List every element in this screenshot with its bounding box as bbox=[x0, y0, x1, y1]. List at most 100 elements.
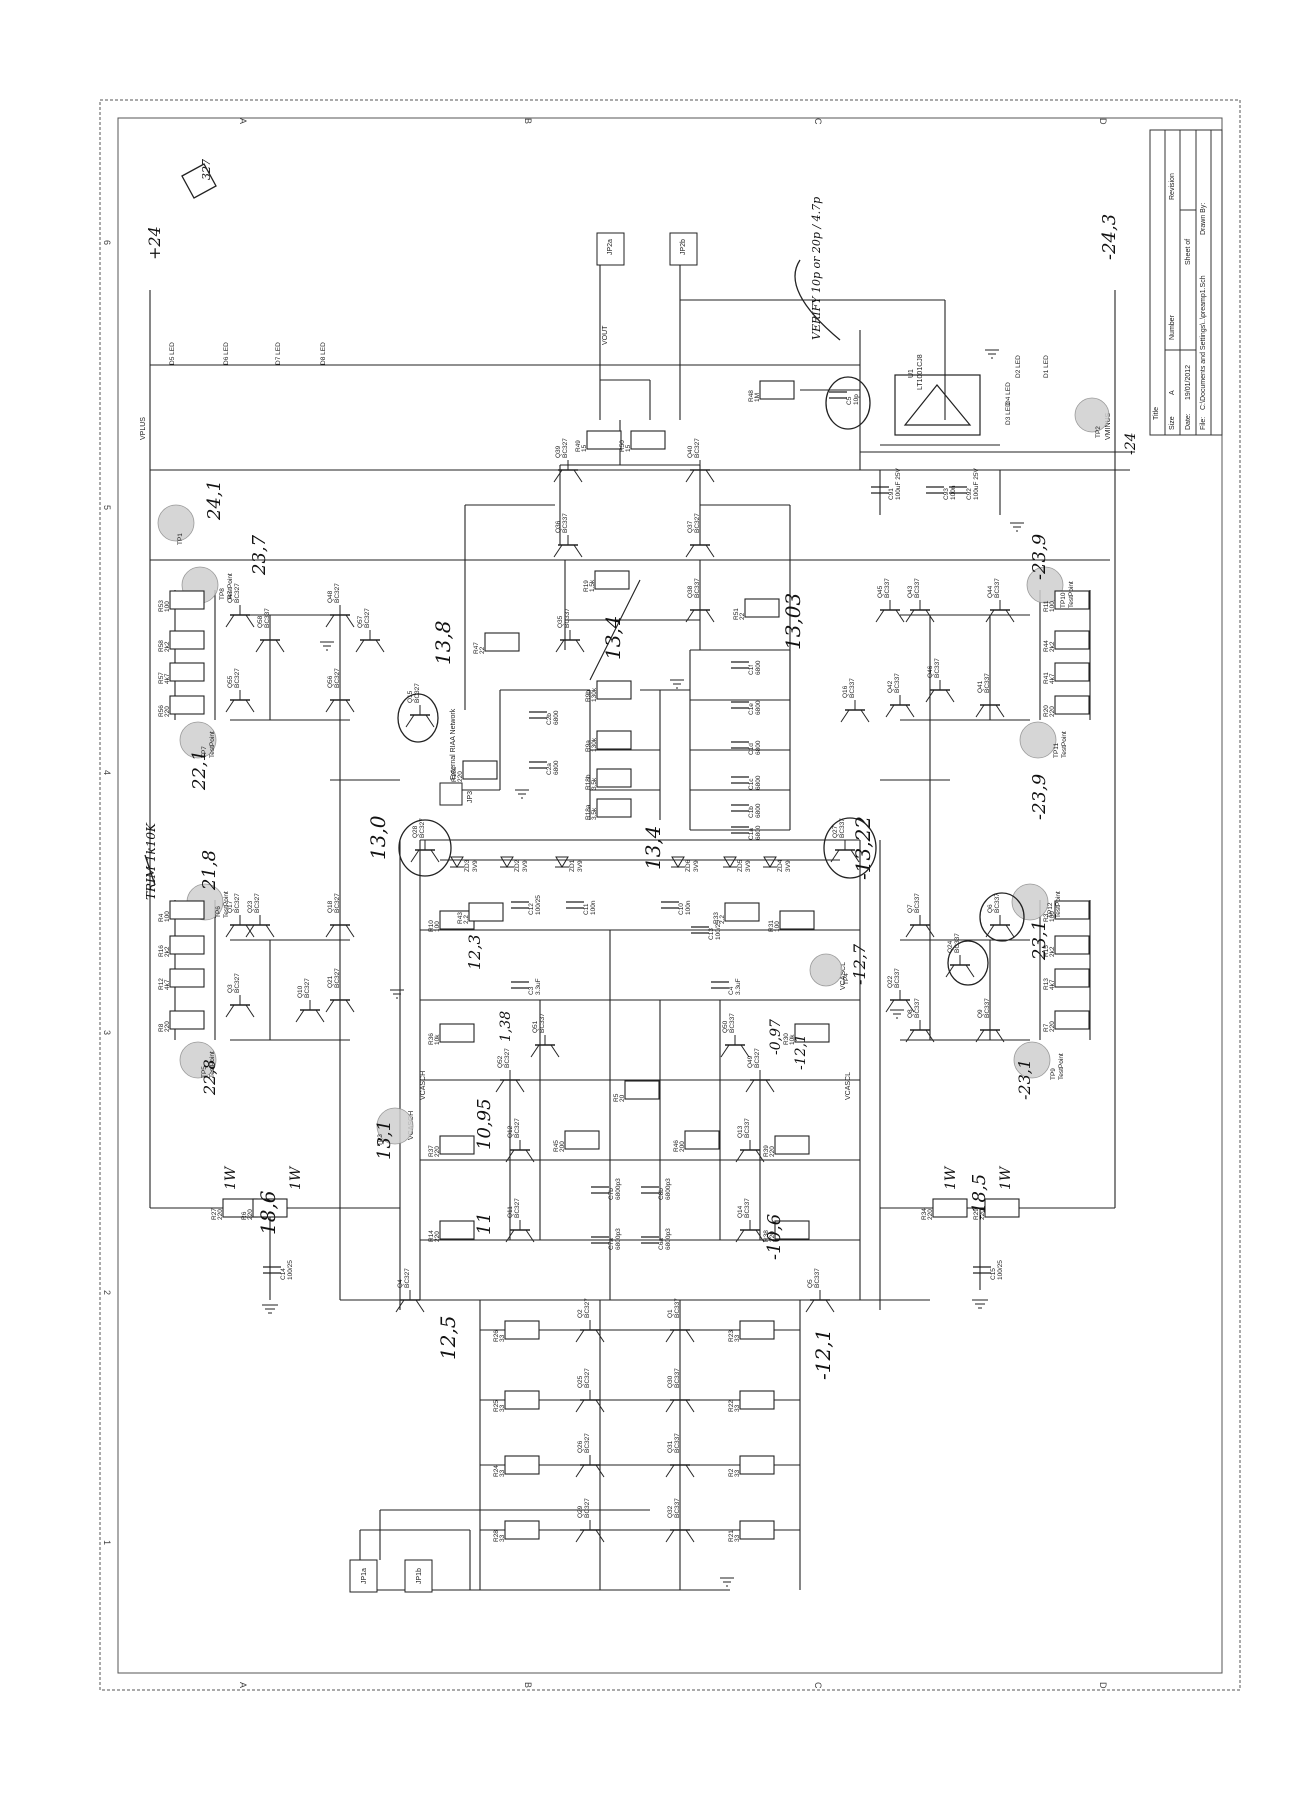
resistor-value: 2k2 bbox=[164, 946, 171, 957]
handwritten-note: 1,38 bbox=[498, 1011, 514, 1042]
circle-q15 bbox=[397, 693, 439, 743]
drawing-frame bbox=[99, 99, 1241, 1691]
transistor-part: BC337 bbox=[564, 608, 571, 628]
resistor-ref: R56 bbox=[158, 705, 165, 717]
transistor-ref: Q14 bbox=[737, 1205, 744, 1218]
handwritten-note: -12,1 bbox=[793, 1034, 809, 1070]
capacitor-value: 6800 bbox=[755, 803, 762, 818]
test-point-tp4: TP4 bbox=[843, 973, 850, 985]
resistor-value: 1.5k bbox=[589, 579, 596, 592]
capacitor-value: 100/25 bbox=[287, 1260, 294, 1280]
capacitor-ref: C6a bbox=[658, 1238, 665, 1250]
zener-value: 3V9 bbox=[472, 860, 479, 872]
transistor-ref: Q39 bbox=[555, 445, 562, 458]
transistor-part: BC327 bbox=[234, 973, 241, 993]
test-point-label: TestPoint bbox=[1068, 581, 1075, 608]
led-4: D8 LED bbox=[320, 342, 327, 365]
led-2: D6 LED bbox=[223, 342, 230, 365]
transistor-ref: Q58 bbox=[257, 615, 264, 628]
resistor-value: 33 bbox=[499, 1469, 506, 1477]
resistor-ref: R41 bbox=[1043, 672, 1050, 684]
transistor-part: BC337 bbox=[694, 578, 701, 598]
capacitor-ref: C2a bbox=[546, 763, 553, 775]
resistor-ref: R49 bbox=[575, 440, 582, 452]
capacitor-value: 6800 bbox=[755, 740, 762, 755]
capacitor-ref: C1a bbox=[748, 828, 755, 840]
handwritten-note: +24 bbox=[145, 226, 164, 260]
test-point-ref: TP10 bbox=[1060, 592, 1067, 608]
transistor-ref: Q1 bbox=[667, 1309, 674, 1318]
transistor-part: BC327 bbox=[234, 893, 241, 913]
transistor-part: BC337 bbox=[674, 1498, 681, 1518]
capacitor-value: 100n bbox=[685, 900, 692, 915]
transistor-ref: Q17 bbox=[227, 900, 234, 913]
transistor-ref: Q16 bbox=[842, 685, 849, 698]
ground-symbols bbox=[262, 349, 1024, 1587]
transistor-part: BC327 bbox=[584, 1298, 591, 1318]
transistor-ref: Q46 bbox=[927, 665, 934, 678]
jp2b-box bbox=[669, 232, 698, 266]
border-letter-d-bottom: D bbox=[1098, 1682, 1108, 1689]
resistor-ref: R31 bbox=[768, 920, 775, 932]
capacitor-ref: C12 bbox=[528, 903, 535, 915]
border-number-1: 1 bbox=[102, 1540, 112, 1545]
resistor-ref: R58 bbox=[158, 640, 165, 652]
handwritten-note: 23,7 bbox=[249, 534, 270, 576]
tp4-circle bbox=[809, 953, 843, 987]
title-label: Title bbox=[1153, 407, 1160, 420]
jp2a-box bbox=[596, 232, 625, 266]
transistor-part: BC337 bbox=[894, 673, 901, 693]
handwritten-note: -10,6 bbox=[764, 1214, 785, 1260]
capacitor-value: 6800 bbox=[755, 660, 762, 675]
title-block bbox=[1149, 129, 1223, 436]
transistor-ref: Q41 bbox=[977, 680, 984, 693]
resistor-value: 130k bbox=[591, 737, 598, 752]
jp3-box bbox=[439, 782, 463, 806]
resistor-value: 4k7 bbox=[164, 673, 171, 684]
transistor-part: BC327 bbox=[234, 583, 241, 603]
transistor-part: BC337 bbox=[894, 968, 901, 988]
transistor-part: BC327 bbox=[234, 668, 241, 688]
resistor-value: 33 bbox=[499, 1404, 506, 1412]
border-letter-a-bottom: A bbox=[238, 1682, 248, 1688]
handwritten-note: -23,9 bbox=[1029, 534, 1050, 580]
test-point-label: TestPoint bbox=[209, 1051, 216, 1078]
jp3-label: JP3 bbox=[467, 791, 474, 803]
transistor-part: BC337 bbox=[914, 998, 921, 1018]
wiring bbox=[149, 265, 1135, 1591]
handwritten-note: 13,4 bbox=[641, 825, 665, 870]
tp12-circle bbox=[1011, 883, 1049, 921]
transistor-ref: Q23 bbox=[247, 900, 254, 913]
tp10-circle bbox=[1026, 566, 1064, 604]
capacitor-value: 100/25 bbox=[535, 895, 542, 915]
transistor-ref: Q2 bbox=[577, 1309, 584, 1318]
transistor-part: BC337 bbox=[744, 1198, 751, 1218]
op-amp-symbol bbox=[894, 374, 981, 436]
